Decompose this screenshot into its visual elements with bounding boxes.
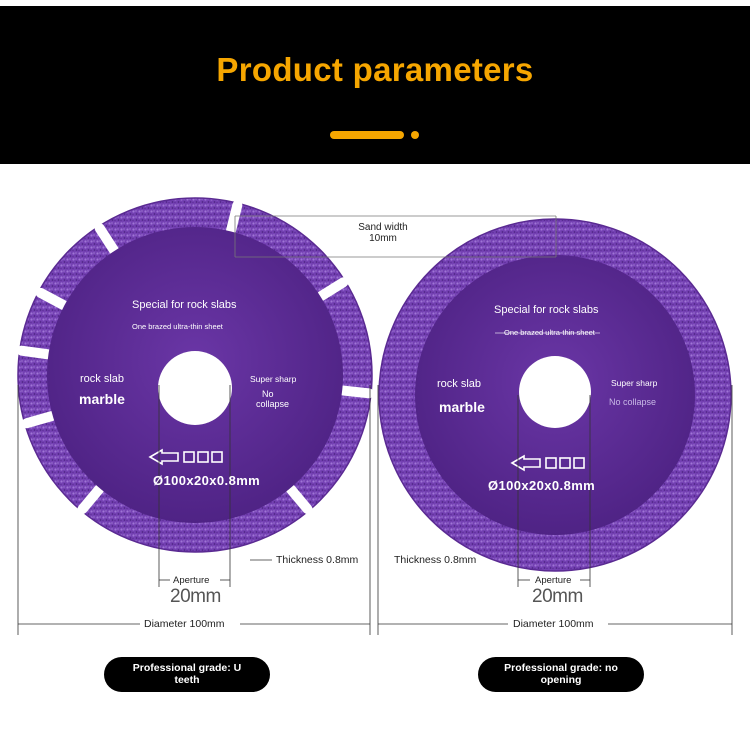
- left-disc-collapse: collapse: [256, 399, 290, 409]
- sand-width-label: Sand width 10mm: [336, 222, 430, 244]
- right-grade-badge-line2: opening: [540, 673, 582, 686]
- right-aperture-label: Aperture: [535, 575, 572, 586]
- right-disc-no-collapse: No collapse: [609, 397, 657, 407]
- left-disc-model: Ø100x20x0.8mm: [153, 473, 261, 488]
- left-thickness-label: Thickness 0.8mm: [276, 554, 359, 566]
- header-banner: Product parameters: [0, 6, 750, 164]
- left-grade-badge-line2: teeth: [174, 673, 200, 686]
- right-disc-model: Ø100x20x0.8mm: [488, 478, 596, 493]
- right-disc-marble: marble: [439, 399, 485, 415]
- right-dimension-lines: [377, 385, 733, 635]
- left-blade-disc: [16, 197, 375, 553]
- right-grade-badge-line1: Professional grade: no: [504, 661, 618, 674]
- left-dimension-lines: [17, 385, 371, 635]
- left-bore-size: 20mm: [170, 586, 221, 607]
- right-disc-super-sharp: Super sharp: [611, 378, 658, 388]
- left-disc-title: Special for rock slabs: [132, 299, 237, 311]
- left-disc-marble: marble: [79, 391, 125, 407]
- right-rotation-arrow-icon: [510, 454, 585, 472]
- right-thickness-label: Thickness 0.8mm: [394, 554, 477, 566]
- title-underline-bar: [330, 131, 404, 139]
- right-grade-badge: Professional grade: no opening: [478, 657, 644, 692]
- left-disc-subtitle: One brazed ultra-thin sheet: [132, 322, 223, 331]
- right-arbor-hole: [519, 356, 591, 428]
- left-disc-no: No: [262, 389, 274, 399]
- left-rotation-arrow-icon: [148, 448, 223, 466]
- left-grade-badge: Professional grade: U teeth: [104, 657, 270, 692]
- left-aperture-label: Aperture: [173, 575, 210, 586]
- right-disc-subtitle: One brazed ultra-thin sheet: [504, 328, 595, 337]
- left-disc-rock-slab: rock slab: [80, 373, 125, 385]
- right-diameter-label: Diameter 100mm: [513, 618, 594, 630]
- right-bore-size: 20mm: [532, 586, 583, 607]
- u-teeth-slots: [16, 200, 375, 515]
- left-grade-badge-line1: Professional grade: U: [132, 661, 242, 674]
- page-title: Product parameters: [216, 51, 534, 88]
- left-arbor-hole: [158, 351, 232, 425]
- left-disc-super-sharp: Super sharp: [250, 374, 297, 384]
- sand-width-value: 10mm: [369, 232, 397, 244]
- sand-width-callout: [234, 215, 557, 258]
- title-underline-dot: [411, 131, 419, 139]
- right-disc-rock-slab: rock slab: [437, 378, 482, 390]
- right-disc-title: Special for rock slabs: [494, 304, 599, 316]
- left-diameter-label: Diameter 100mm: [144, 618, 225, 630]
- sand-width-title: Sand width: [358, 222, 408, 233]
- right-blade-disc: [378, 218, 732, 572]
